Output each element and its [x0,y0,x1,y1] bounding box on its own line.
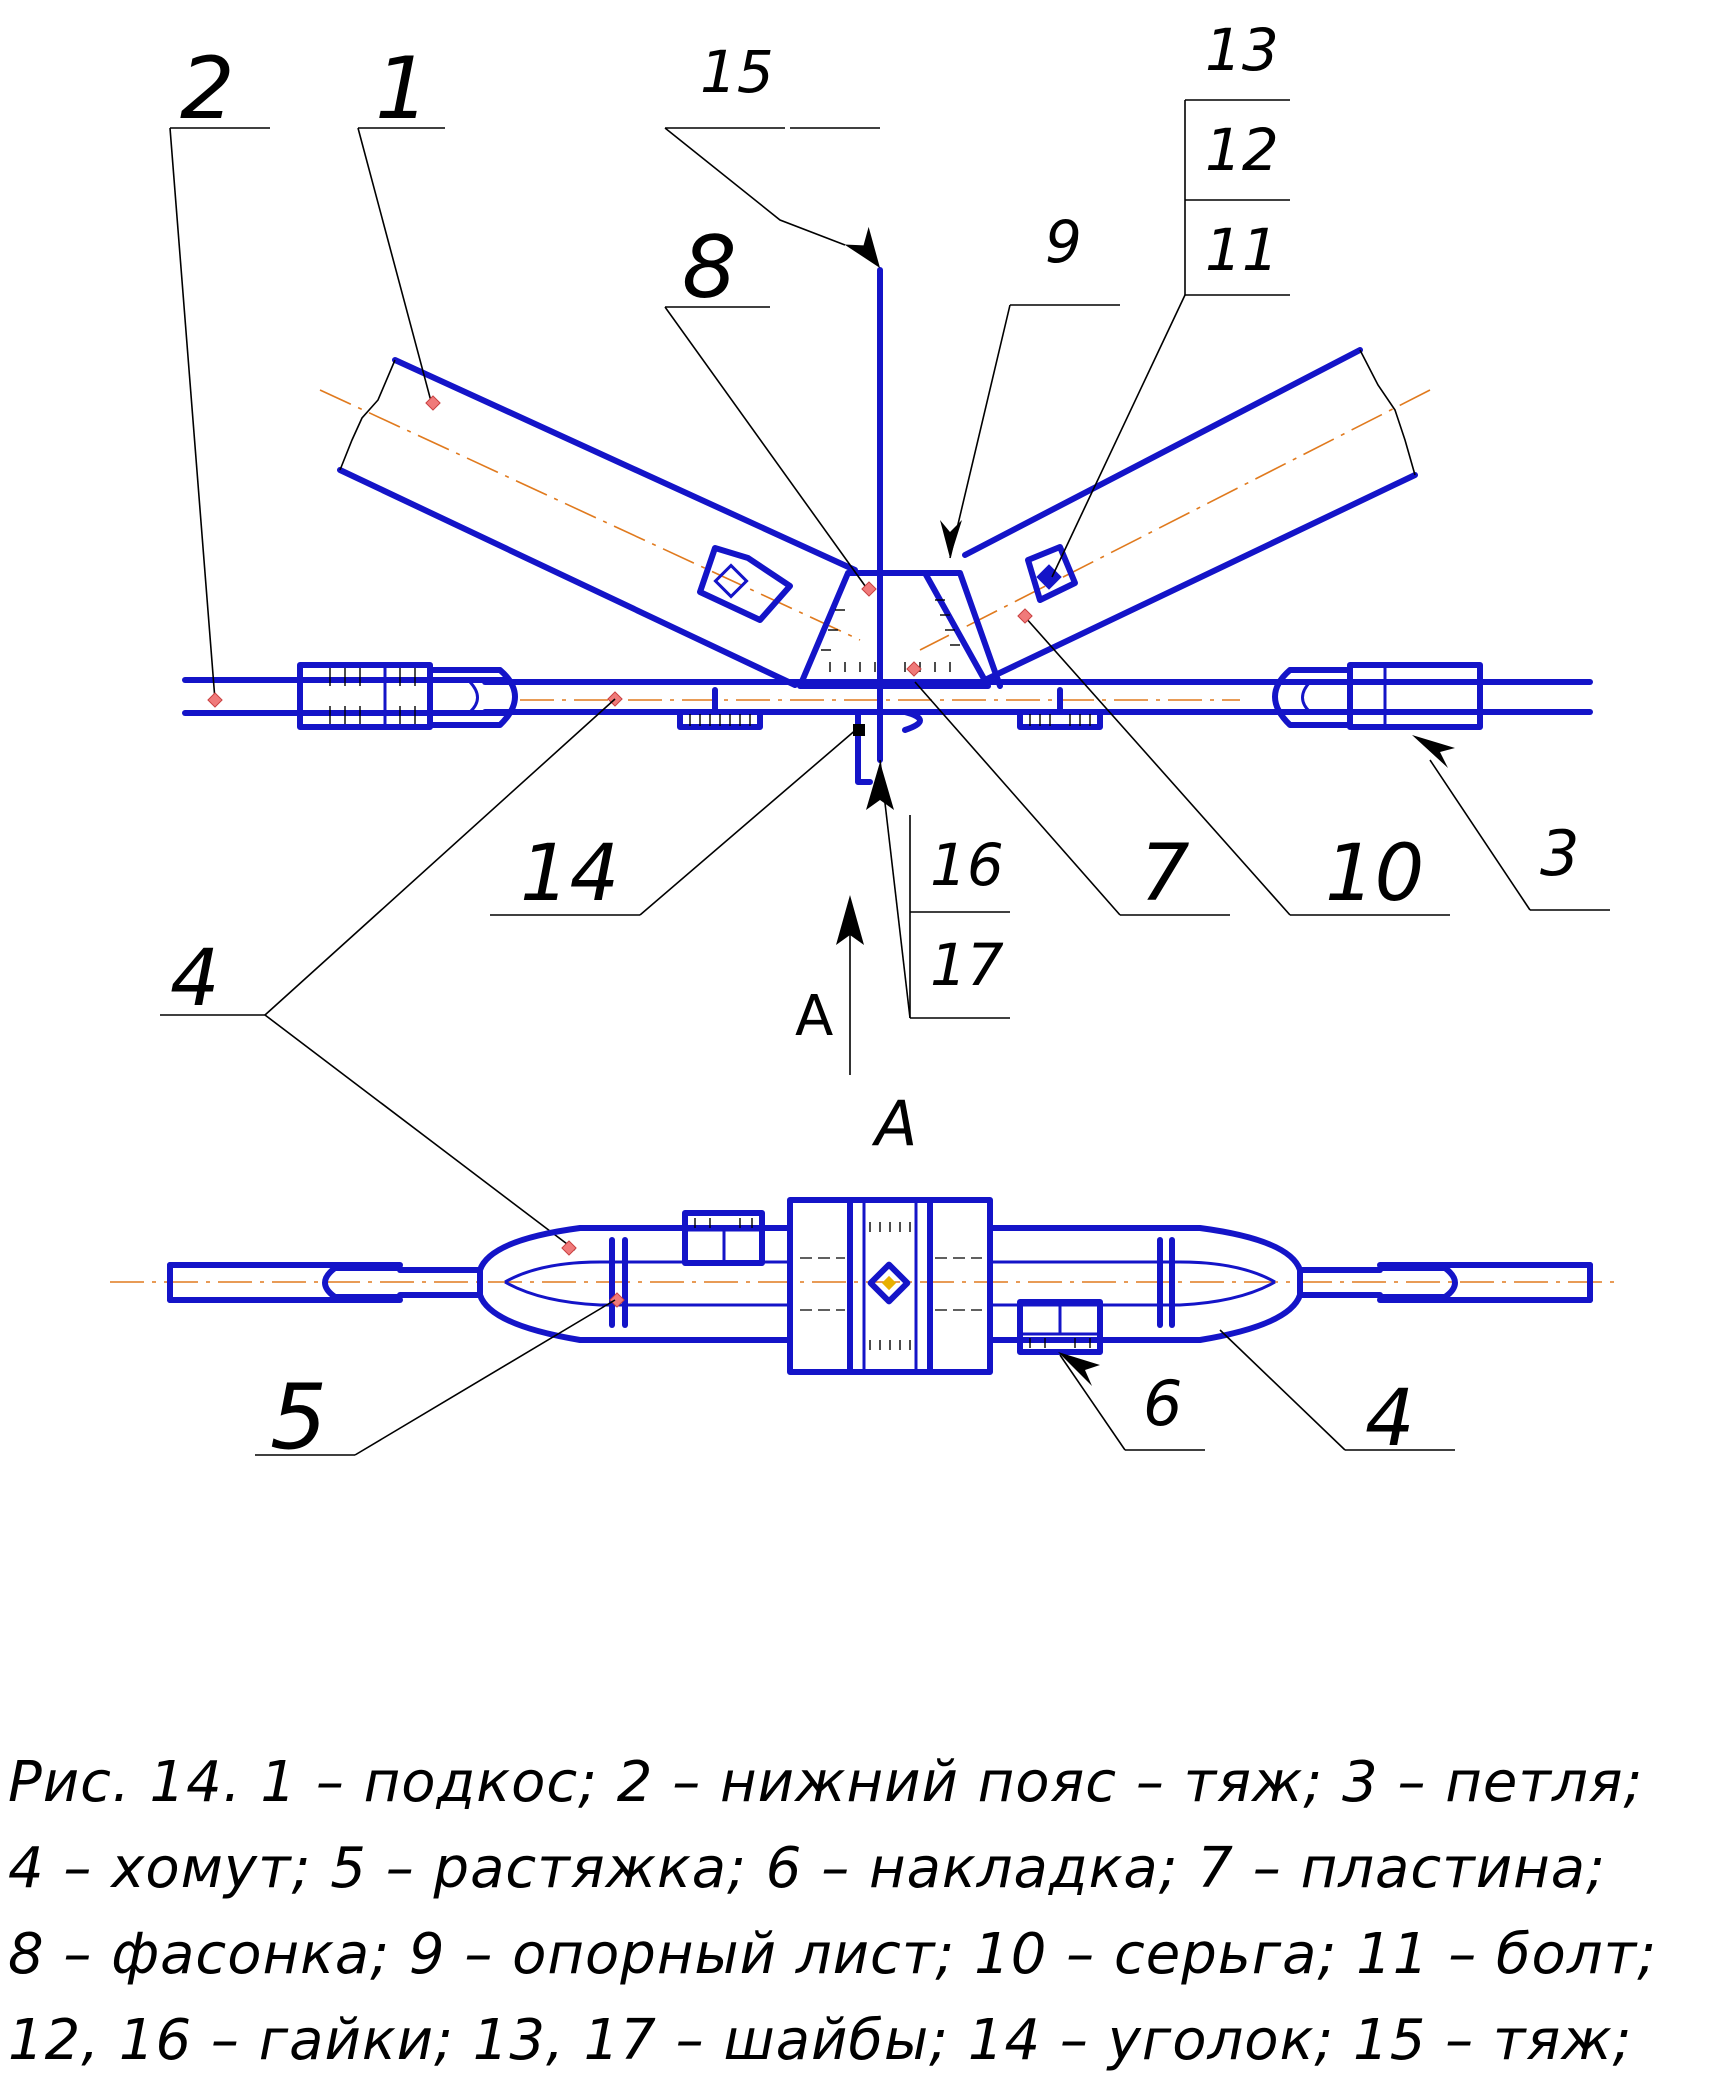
label-13: 13 [1205,16,1279,84]
arrow-6 [1058,1352,1100,1386]
label-3: 3 [1540,817,1579,890]
caption-line-1: Рис. 14. 1 – подкос; 2 – нижний пояс – т… [8,1750,1644,1815]
label-7: 7 [1140,829,1190,919]
support-sheet [917,570,1003,689]
arrow-15 [844,226,880,268]
chord-pad-right [1017,687,1103,730]
arrow-16 [866,762,894,810]
label-arrow-A: A [795,984,833,1049]
strut-left [337,357,858,688]
arrow-9 [940,520,962,558]
strut-right [962,347,1418,683]
label-6: 6 [1143,1367,1182,1440]
label-9: 9 [1045,208,1082,276]
label-12: 12 [1205,116,1279,184]
earring-left [697,545,793,623]
label-8: 8 [682,218,737,318]
label-14: 14 [520,829,619,919]
label-11: 11 [1205,216,1279,284]
angle-bracket [853,709,923,785]
truss-node-drawing: 2 1 15 8 9 13 12 11 14 7 10 3 16 17 A 4 … [110,16,1620,1470]
main-view: 2 1 15 8 9 13 12 11 14 7 10 3 16 17 A 4 [160,16,1610,1251]
caption-line-3: 8 – фасонка; 9 – опорный лист; 10 – серь… [8,1922,1658,1987]
label-16: 16 [930,831,1004,899]
point-markers [207,395,1033,708]
label-section-A: A [871,1087,917,1160]
gusset-plate [797,570,991,689]
bottom-chord [182,677,1593,716]
chord-pad-left [677,687,763,730]
label-10: 10 [1325,829,1424,919]
loop-right [1272,662,1483,730]
section-view-A: A [110,1087,1620,1470]
label-17: 17 [930,931,1004,999]
loop-left [297,662,518,730]
arrow-3 [1412,735,1455,768]
label-4-top: 4 [170,934,220,1024]
caption-line-2: 4 – хомут; 5 – растяжка; 6 – накладка; 7… [8,1836,1606,1901]
label-5: 5 [270,1365,327,1470]
label-2: 2 [180,39,235,139]
caption-line-4: 12, 16 – гайки; 13, 17 – шайбы; 14 – уго… [8,2008,1633,2073]
label-15: 15 [700,38,774,106]
arrow-A [836,895,864,945]
earring-right [1025,544,1078,603]
figure-caption: Рис. 14. 1 – подкос; 2 – нижний пояс – т… [8,1740,1698,2084]
label-4-bottom: 4 [1365,1374,1415,1464]
label-1: 1 [375,39,430,139]
